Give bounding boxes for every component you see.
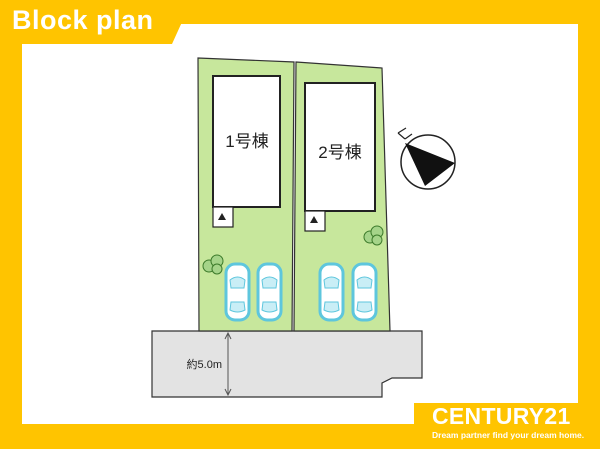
- entrance-marker-1-icon: [218, 213, 226, 220]
- tree-1-icon: [202, 254, 224, 275]
- building-1: [212, 75, 281, 208]
- building-1-label: 1号棟: [225, 132, 268, 151]
- north-arrow-icon: [397, 127, 456, 190]
- tree-2-icon: [363, 225, 384, 246]
- brand-name: CENTURY21: [432, 403, 571, 429]
- dimension-arrow-down-icon: [224, 388, 232, 397]
- page-title: Block plan: [12, 5, 154, 35]
- brand-logo-box: [414, 403, 600, 449]
- building-2: [304, 82, 376, 212]
- car-icon: [224, 262, 251, 322]
- building-2-label: 2号棟: [318, 143, 361, 162]
- title-tab: Block plan: [0, 0, 192, 44]
- car-2-icon: [256, 262, 283, 322]
- entrance-marker-2-icon: [310, 216, 318, 223]
- road: [151, 330, 423, 398]
- road-width-label: 約5.0m: [187, 357, 222, 371]
- brand-tagline: Dream partner find your dream home.: [432, 430, 585, 440]
- car-4-icon: [351, 262, 378, 322]
- title-tab-shape: [0, 0, 192, 44]
- dimension-arrow-up-icon: [224, 331, 232, 340]
- car-3-icon: [318, 262, 345, 322]
